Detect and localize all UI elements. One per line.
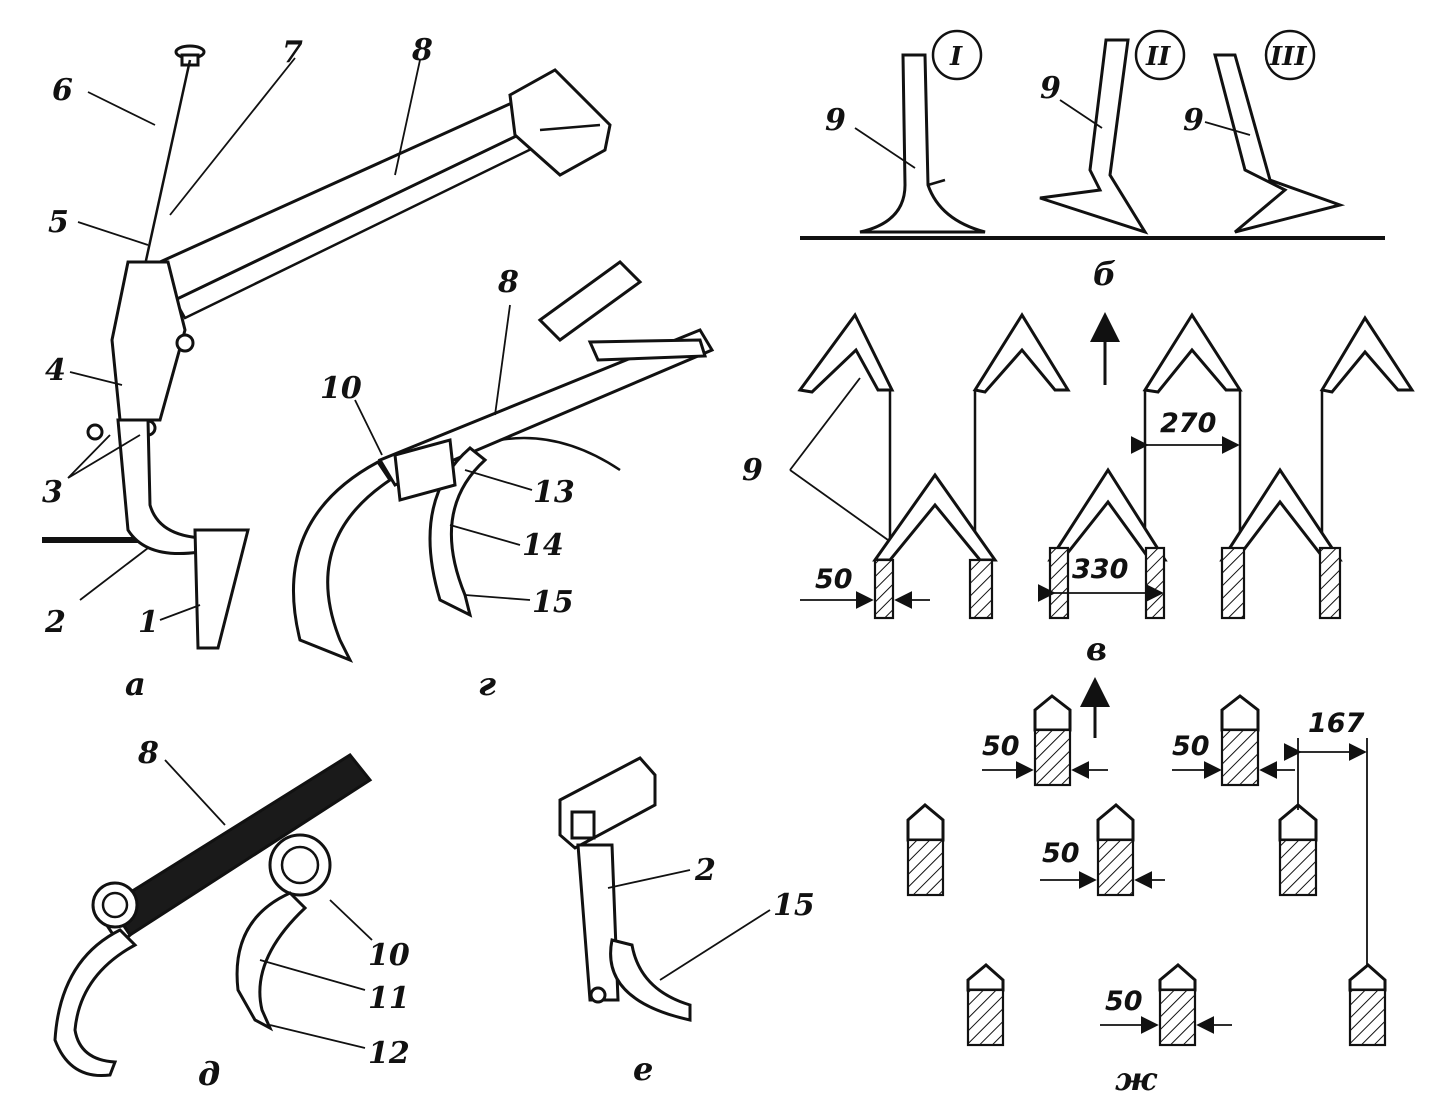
caption-v: в xyxy=(1086,630,1107,668)
figure-captions: а г б в д е ж xyxy=(125,255,1158,1098)
label-13: 13 xyxy=(533,475,575,510)
label-8-d: 8 xyxy=(137,736,159,771)
chisel-sections xyxy=(906,694,1387,1047)
label-15-g: 15 xyxy=(532,585,574,620)
spring-rod xyxy=(143,59,192,266)
frame-bracket xyxy=(508,68,612,177)
label-2: 2 xyxy=(44,605,66,640)
profile-i-shank xyxy=(859,53,986,234)
dim-50-zh-3: 50 xyxy=(1042,838,1080,869)
label-15-e: 15 xyxy=(773,888,815,923)
label-14: 14 xyxy=(522,528,564,563)
roman-circle-iii xyxy=(1264,29,1316,81)
label-2-e: 2 xyxy=(694,853,716,888)
label-8-g: 8 xyxy=(497,265,519,300)
dim-270: 270 xyxy=(1160,408,1216,439)
dimension-labels: 270 330 50 50 50 167 50 50 xyxy=(815,408,1365,1017)
label-5: 5 xyxy=(48,205,69,240)
caption-d: д xyxy=(198,1055,220,1093)
label-8: 8 xyxy=(411,33,433,68)
label-12: 12 xyxy=(368,1036,410,1071)
curved-tine-left xyxy=(292,460,393,663)
shovel-e xyxy=(609,938,692,1022)
figure-b-tool-profiles xyxy=(800,29,1385,240)
spring-coil-left xyxy=(91,881,139,929)
label-9-ii: 9 xyxy=(1040,71,1061,106)
profile-iii-shank xyxy=(1213,53,1346,234)
dim-50-zh-2: 50 xyxy=(1172,731,1210,762)
tine-clamp-g xyxy=(393,438,457,502)
label-1: 1 xyxy=(138,605,159,640)
label-7: 7 xyxy=(282,35,303,70)
caption-b: б xyxy=(1093,255,1116,293)
label-4: 4 xyxy=(45,353,66,388)
part-number-labels: 6 7 8 5 4 3 2 1 8 10 13 14 15 8 10 11 12… xyxy=(42,33,1204,1071)
label-6: 6 xyxy=(52,73,73,108)
roman-ii: II xyxy=(1145,42,1171,72)
figure-d-spring-tines xyxy=(53,753,373,1078)
figure-zh-chisel-layout xyxy=(906,677,1387,1047)
spring-tine-right xyxy=(235,891,308,1032)
figure-e-shank xyxy=(558,756,771,1022)
roman-i: I xyxy=(949,42,963,72)
label-11: 11 xyxy=(368,981,410,1016)
roman-numerals: I II III xyxy=(949,42,1307,72)
label-10-g: 10 xyxy=(320,371,362,406)
frame-beam-d xyxy=(107,753,373,938)
dim-50-v: 50 xyxy=(815,564,853,595)
figure-v-sweep-layout xyxy=(789,312,1415,620)
tine-point xyxy=(193,528,250,650)
figure-g-curved-tines xyxy=(292,260,715,663)
dim-330: 330 xyxy=(1072,554,1128,585)
spring-coil-right xyxy=(268,833,332,897)
dim-50-zh-4: 50 xyxy=(1105,986,1143,1017)
label-9-iii: 9 xyxy=(1183,103,1204,138)
tine-clamp xyxy=(110,260,187,422)
frame-beam-g xyxy=(377,328,715,487)
profile-ii-shank xyxy=(1039,38,1149,235)
roman-iii: III xyxy=(1269,42,1307,72)
label-3: 3 xyxy=(42,475,63,510)
label-9-i: 9 xyxy=(825,103,846,138)
caption-g: г xyxy=(478,665,496,703)
figure-a-tine-assembly xyxy=(42,44,612,650)
roman-circle-i xyxy=(931,29,983,81)
dim-50-zh-1: 50 xyxy=(982,731,1020,762)
spring-tine-left xyxy=(53,928,138,1078)
caption-e: е xyxy=(633,1050,653,1088)
label-9-v: 9 xyxy=(742,453,763,488)
front-row-sweeps xyxy=(797,312,1415,548)
label-10-d: 10 xyxy=(368,938,410,973)
dim-167: 167 xyxy=(1308,708,1365,739)
rear-row-sweeps xyxy=(872,467,1343,562)
caption-zh: ж xyxy=(1115,1060,1158,1098)
caption-a: а xyxy=(125,665,146,703)
roman-circle-ii xyxy=(1134,29,1186,81)
shank-e xyxy=(576,843,620,1002)
